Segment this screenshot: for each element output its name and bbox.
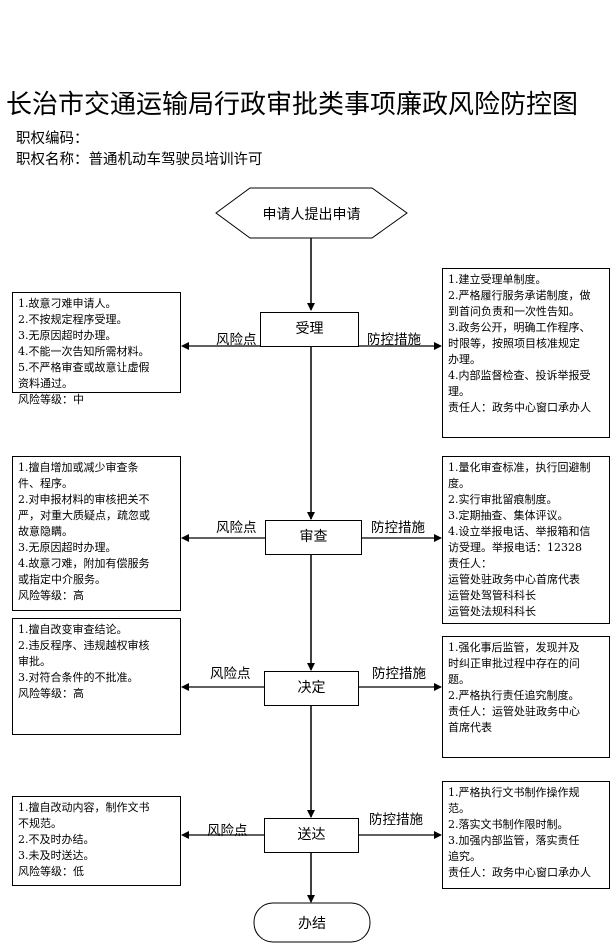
end-node-shape <box>253 902 371 943</box>
measure-line: 1.建立受理单制度。 <box>448 273 547 286</box>
risk-box-accept: 1.故意刁难申请人。 2.不按规定程序受理。 3.无原因超时办理。 4.不能一次… <box>12 292 181 406</box>
risk-line: 3.对符合条件的不批准。 <box>18 671 139 684</box>
risk-line: 故意隐瞒。 <box>18 525 73 538</box>
risk-label: 风险点 <box>210 666 251 682</box>
start-node: 申请人提出申请 <box>262 207 361 223</box>
step-review: 审查 <box>265 520 362 555</box>
step-delivery: 送达 <box>264 818 359 853</box>
measure-line: 追究。 <box>448 850 481 863</box>
risk-box-decision: 1.擅自改变审查结论。 2.违反程序、违规越权审核 审批。 3.对符合条件的不批… <box>12 618 181 735</box>
measure-line: 1.量化审查标准，执行回避制 <box>448 461 591 474</box>
measure-label: 防控措施 <box>367 332 421 348</box>
responsible-person: 运管处驾管科科长 <box>448 589 536 602</box>
measure-line: 到首问负责和一次性告知。 <box>448 305 580 318</box>
start-node-shape <box>215 187 408 239</box>
measure-line: 题。 <box>448 673 470 686</box>
risk-line: 2.不按规定程序受理。 <box>18 313 128 326</box>
measure-box-delivery: 1.严格执行文书制作操作规 范。 2.落实文书制作限时制。 3.加强内部监管，落… <box>442 781 610 889</box>
risk-line: 资料通过。 <box>18 377 73 390</box>
measure-line: 3.加强内部监管，落实责任 <box>448 834 580 847</box>
risk-line: 审批。 <box>18 655 51 668</box>
risk-label: 风险点 <box>216 332 257 348</box>
measure-line: 2.实行审批留痕制度。 <box>448 493 558 506</box>
risk-line: 严，对重大质疑点，疏忽或 <box>18 509 150 522</box>
step-accept: 受理 <box>260 312 359 347</box>
risk-line: 不规范。 <box>18 817 62 830</box>
measure-line: 1.严格执行文书制作操作规 <box>448 786 580 799</box>
measure-box-review: 1.量化审查标准，执行回避制 度。 2.实行审批留痕制度。 3.定期抽查、集体评… <box>442 456 610 624</box>
measure-line: 3.政务公开，明确工作程序、 <box>448 321 591 334</box>
measure-label: 防控措施 <box>369 812 423 828</box>
measure-line: 理。 <box>448 385 470 398</box>
measure-line: 范。 <box>448 802 470 815</box>
responsible-person: 责任人：运管处驻政务中心 <box>448 705 580 718</box>
measure-label: 防控措施 <box>371 520 425 536</box>
risk-level: 风险等级：高 <box>18 589 84 602</box>
risk-line: 3.未及时送达。 <box>18 849 95 862</box>
measure-line: 4.内部监督检查、投诉举报受 <box>448 369 591 382</box>
measure-label: 防控措施 <box>372 666 426 682</box>
authority-name: 职权名称：普通机动车驾驶员培训许可 <box>16 152 263 168</box>
measure-line: 度。 <box>448 477 470 490</box>
risk-line: 件、程序。 <box>18 477 73 490</box>
risk-line: 2.不及时办结。 <box>18 833 95 846</box>
risk-level: 风险等级：中 <box>18 393 84 406</box>
measure-box-accept: 1.建立受理单制度。 2.严格履行服务承诺制度，做 到首问负责和一次性告知。 3… <box>442 268 610 438</box>
responsible-person: 责任人：政务中心窗口承办人 <box>448 866 591 879</box>
risk-box-review: 1.擅自增加或减少审查条 件、程序。 2.对申报材料的审核把关不 严，对重大质疑… <box>12 456 181 611</box>
page-title: 长治市交通运输局行政审批类事项廉政风险防控图 <box>6 90 579 120</box>
risk-line: 1.擅自改变审查结论。 <box>18 623 128 636</box>
risk-line: 4.不能一次告知所需材料。 <box>18 345 150 358</box>
risk-label: 风险点 <box>207 823 248 839</box>
measure-line: 2.严格执行责任追究制度。 <box>448 689 580 702</box>
risk-box-delivery: 1.擅自改动内容，制作文书 不规范。 2.不及时办结。 3.未及时送达。 风险等… <box>12 796 181 886</box>
responsible-person: 责任人：政务中心窗口承办人 <box>448 401 591 414</box>
risk-label: 风险点 <box>216 520 257 536</box>
measure-line: 时纠正审批过程中存在的问 <box>448 657 580 670</box>
end-node: 办结 <box>298 916 326 932</box>
risk-line: 3.无原因超时办理。 <box>18 329 117 342</box>
risk-line: 2.对申报材料的审核把关不 <box>18 493 150 506</box>
authority-code: 职权编码： <box>16 131 89 147</box>
responsible-person: 首席代表 <box>448 721 492 734</box>
risk-line: 4.故意刁难，附加有偿服务 <box>18 557 150 570</box>
measure-line: 1.强化事后监管，发现并及 <box>448 641 580 654</box>
measure-line: 访受理。举报电话：12328 <box>448 541 582 554</box>
responsible-person: 运管处法规科科长 <box>448 605 536 618</box>
risk-line: 1.擅自改动内容，制作文书 <box>18 801 150 814</box>
measure-line: 3.定期抽查、集体评议。 <box>448 509 569 522</box>
measure-box-decision: 1.强化事后监管，发现并及 时纠正审批过程中存在的问 题。 2.严格执行责任追究… <box>442 636 610 758</box>
risk-line: 3.无原因超时办理。 <box>18 541 117 554</box>
risk-line: 1.故意刁难申请人。 <box>18 297 117 310</box>
measure-line: 时限等，按照项目核准规定 <box>448 337 580 350</box>
risk-line: 1.擅自增加或减少审查条 <box>18 461 139 474</box>
step-decision: 决定 <box>264 671 359 706</box>
measure-line: 2.落实文书制作限时制。 <box>448 818 569 831</box>
measure-line: 4.设立举报电话、举报箱和信 <box>448 525 591 538</box>
measure-line: 2.严格履行服务承诺制度，做 <box>448 289 591 302</box>
risk-line: 2.违反程序、违规越权审核 <box>18 639 150 652</box>
responsible-person: 运管处驻政务中心首席代表 <box>448 573 580 586</box>
risk-line: 或指定中介服务。 <box>18 573 106 586</box>
responsible-person: 责任人： <box>448 557 492 570</box>
risk-level: 风险等级：低 <box>18 865 84 878</box>
risk-level: 风险等级：高 <box>18 687 84 700</box>
measure-line: 办理。 <box>448 353 481 366</box>
risk-line: 5.不严格审查或故意让虚假 <box>18 361 150 374</box>
